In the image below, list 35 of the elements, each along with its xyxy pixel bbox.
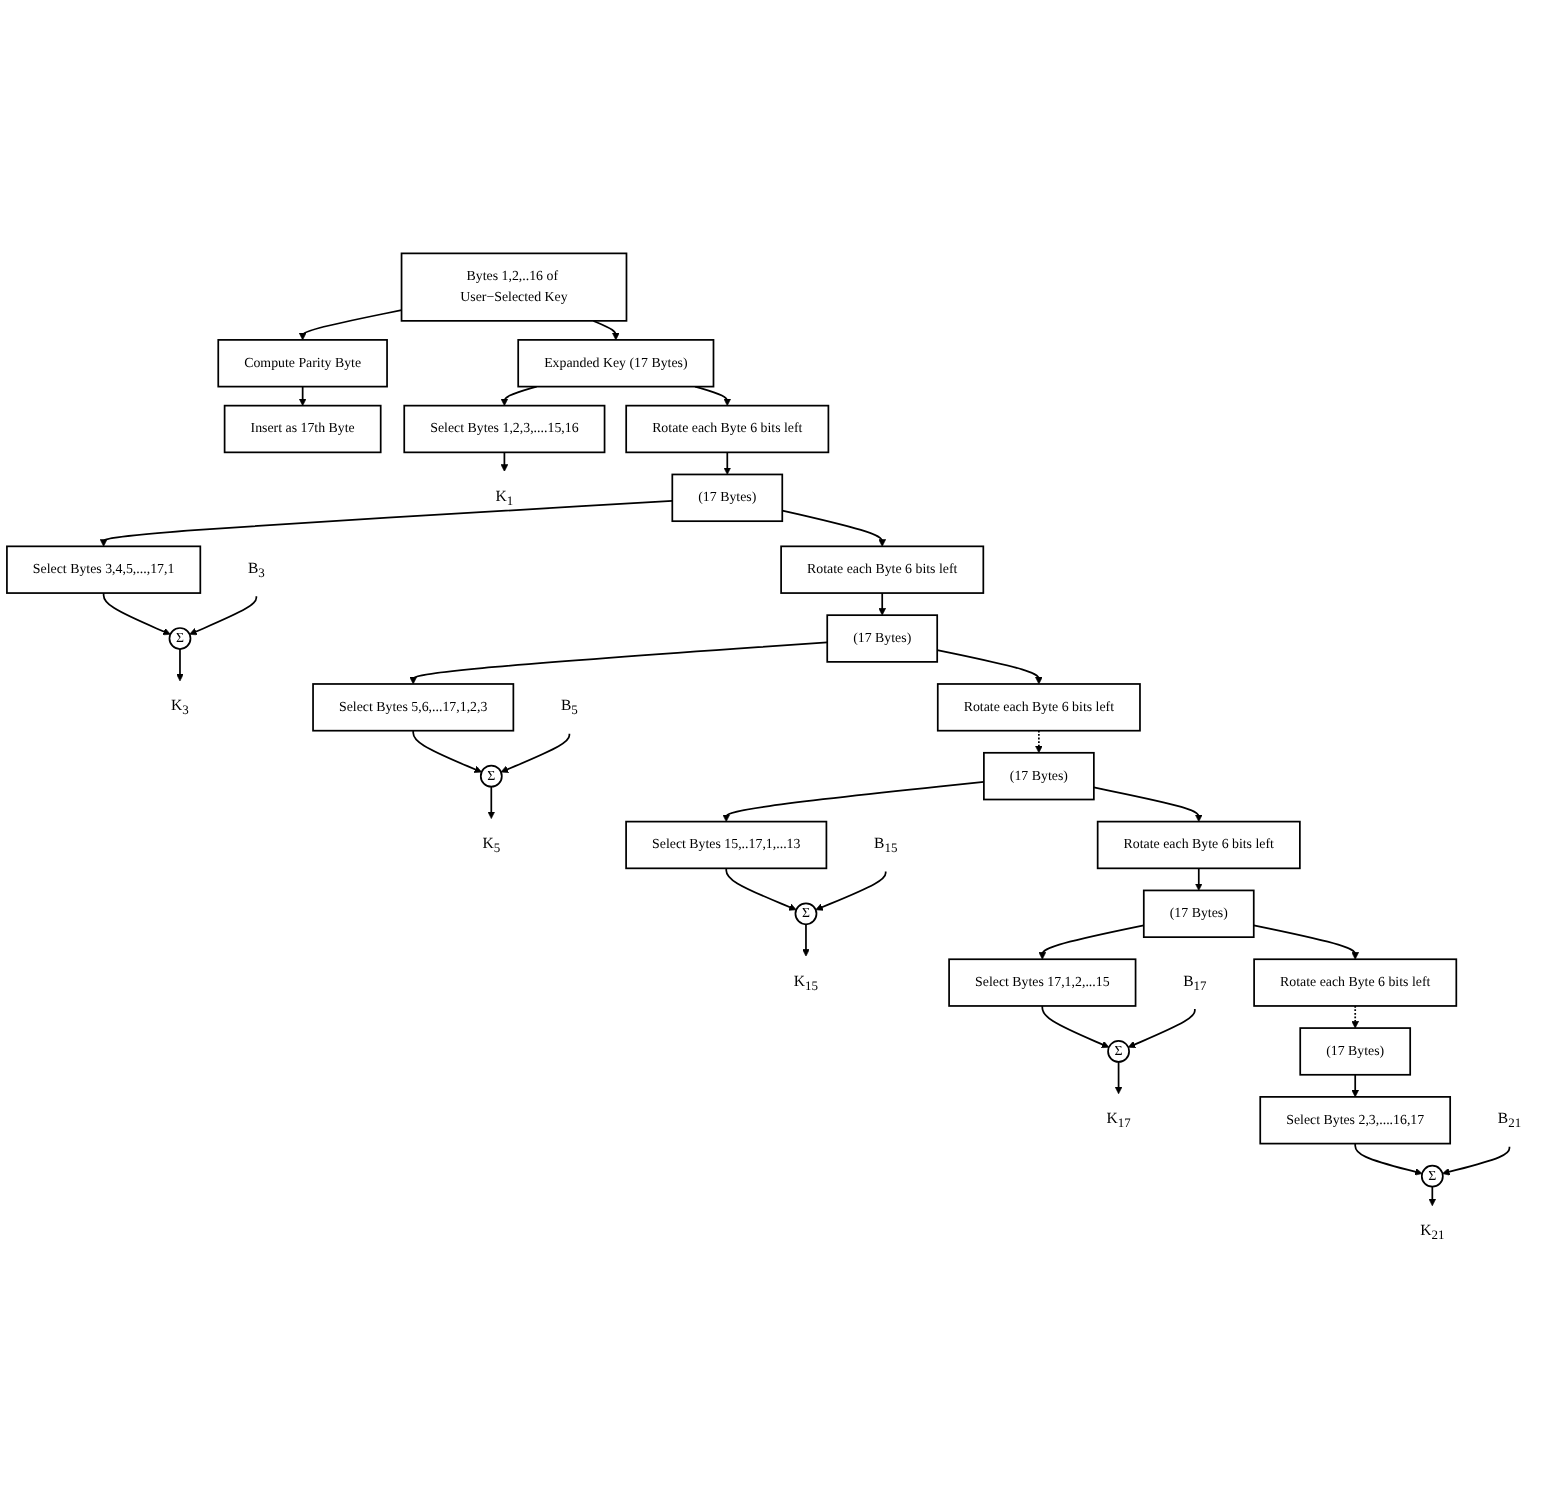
arrow — [1127, 1008, 1196, 1049]
arrow — [99, 500, 674, 547]
arrow — [1354, 1142, 1423, 1176]
arrow — [722, 781, 985, 822]
arrow — [1252, 924, 1359, 960]
arrow — [1041, 1005, 1110, 1049]
arrow — [1428, 1185, 1437, 1207]
arrow — [500, 451, 509, 472]
arrow — [102, 592, 171, 636]
arrow — [1035, 729, 1043, 754]
arrow — [1351, 1005, 1359, 1029]
arrow — [815, 870, 887, 911]
arrow — [487, 785, 496, 819]
arrow — [412, 729, 482, 773]
arrow — [694, 385, 732, 406]
arrow — [1038, 924, 1145, 960]
arrow — [298, 309, 403, 341]
arrow — [1093, 786, 1203, 822]
arrow — [500, 732, 571, 773]
arrow — [878, 592, 886, 616]
arrow — [409, 641, 829, 685]
arrow — [500, 385, 538, 406]
arrow — [723, 451, 732, 475]
arrow — [1442, 1145, 1511, 1176]
arrow — [781, 509, 886, 547]
arrow — [298, 385, 307, 406]
arrow — [802, 923, 810, 957]
arrow — [1114, 1061, 1123, 1095]
arrow — [725, 867, 797, 911]
arrow — [592, 320, 620, 341]
arrow — [936, 649, 1043, 685]
arrow — [176, 648, 184, 682]
arrow — [1194, 867, 1203, 891]
arrow — [189, 595, 258, 636]
arrow — [1351, 1073, 1359, 1098]
